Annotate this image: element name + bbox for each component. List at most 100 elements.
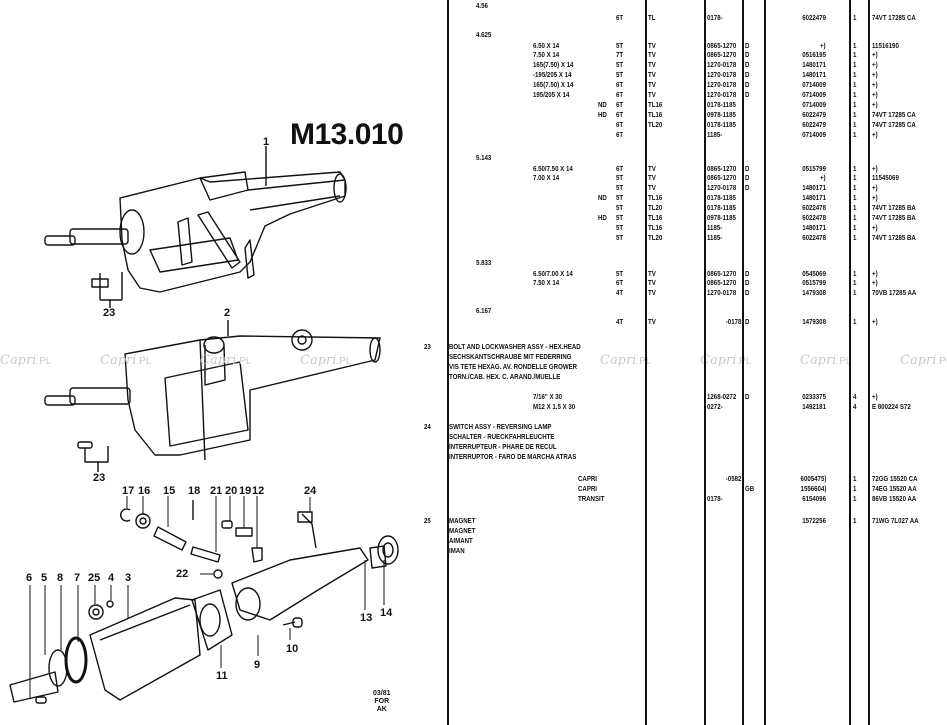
tyre-size-cell: 165(7.50) X 14 xyxy=(533,60,574,70)
axle-type-cell: TL20 xyxy=(648,203,663,213)
tonnage-cell: 5T xyxy=(616,40,624,50)
tonnage-cell: 6T xyxy=(616,163,624,173)
engineering-ref-cell: E 800224 S72 xyxy=(872,402,911,411)
date-range-cell: 0865-1270 xyxy=(707,278,737,288)
part-number-cell: 0233375 xyxy=(802,392,826,401)
market-code-cell: D xyxy=(745,288,750,298)
date-range-cell: 1268-0272 xyxy=(707,392,737,401)
part-number-cell: 0714009 xyxy=(802,80,826,90)
axle-type-cell: TV xyxy=(648,183,656,193)
axle-type-cell: TV xyxy=(648,70,656,80)
part-number-cell: 6022478 xyxy=(802,232,826,242)
part-number-cell: +) xyxy=(820,40,826,50)
tyre-size-cell: 7.50 X 14 xyxy=(533,278,560,288)
item-description: INTERRUPTOR - FARO DE MARCHA ATRAS xyxy=(449,451,577,461)
date-range-cell: 1185- xyxy=(707,232,723,242)
quantity-cell: 1 xyxy=(853,316,857,326)
callout-18: 18 xyxy=(188,485,201,497)
stamp-line-2: FOR xyxy=(374,698,390,705)
quantity-cell: 1 xyxy=(853,109,857,119)
engineering-ref-cell: 71WG 7L027 AA xyxy=(872,516,919,525)
item-number: 23 xyxy=(424,342,431,351)
duty-cell: ND xyxy=(598,193,607,203)
market-code-cell: GB xyxy=(745,484,755,493)
market-code-cell: D xyxy=(745,316,750,326)
tonnage-cell: 5T xyxy=(616,183,624,193)
market-code-cell: D xyxy=(745,163,750,173)
column-divider xyxy=(447,0,449,725)
engineering-ref-cell: 72GG 15520 CA xyxy=(872,474,918,483)
date-range-cell: 1185- xyxy=(707,129,723,139)
engineering-ref-cell: +) xyxy=(872,99,878,109)
item-description: MAGNET xyxy=(449,516,476,525)
tonnage-cell: 6T xyxy=(616,99,624,109)
callout-13: 13 xyxy=(360,612,373,624)
column-divider xyxy=(764,0,766,725)
item-description: SWITCH ASSY - REVERSING LAMP xyxy=(449,422,552,431)
engineering-ref-cell: 86VB 15520 AA xyxy=(872,494,917,503)
item-description: AIMANT xyxy=(449,535,473,545)
watermark: Capri.PL xyxy=(600,353,652,368)
part-number-cell: 1479308 xyxy=(802,288,826,298)
tyre-size-cell: 165(7.50) X 14 xyxy=(533,80,574,90)
axle-type-cell: TV xyxy=(648,60,656,70)
engineering-ref-cell: 74VT 17285 BA xyxy=(872,203,916,213)
axle-type-cell: TL16 xyxy=(648,222,663,232)
tonnage-cell: 5T xyxy=(616,193,624,203)
axle-type-cell: TL16 xyxy=(648,99,663,109)
duty-cell: HD xyxy=(598,109,607,119)
quantity-cell: 1 xyxy=(853,99,857,109)
part-number-cell: 1480171 xyxy=(802,222,826,232)
axle-ratio-heading: 5.833 xyxy=(476,258,492,267)
part-number-cell: 6005475) xyxy=(800,474,826,483)
market-code-cell: D xyxy=(745,183,750,193)
revision-stamp: 03/81 FOR AK xyxy=(373,690,391,714)
part-number-cell: 1556604) xyxy=(800,484,826,493)
duty-cell: HD xyxy=(598,213,607,222)
watermark: Capri.PL xyxy=(900,353,947,368)
quantity-cell: 1 xyxy=(853,203,857,213)
axle-type-cell: TL16 xyxy=(648,109,663,119)
callout-6: 6 xyxy=(26,572,33,584)
quantity-cell: 1 xyxy=(853,60,857,70)
item-description: VIS TETE HEXAG. AV. RONDELLE GROWER xyxy=(449,361,578,371)
item-description: MAGNET xyxy=(449,525,476,535)
axle-ratio-heading: 4.56 xyxy=(476,1,488,10)
part-number-cell: 6022479 xyxy=(802,119,826,129)
market-code-cell: D xyxy=(745,50,750,60)
part-number-cell: 0515799 xyxy=(802,163,826,173)
diagram-title: M13.010 xyxy=(290,118,404,151)
quantity-cell: 1 xyxy=(853,163,857,173)
date-range-cell: -0582 xyxy=(725,474,741,483)
engineering-ref-cell: 11516190 xyxy=(872,40,899,50)
callout-9: 9 xyxy=(254,659,261,671)
engineering-ref-cell: +) xyxy=(872,129,878,139)
gearbox-assembly-2 xyxy=(44,329,381,461)
date-range-cell: 0178-1185 xyxy=(707,193,736,203)
item-number: 25 xyxy=(424,516,431,525)
date-range-cell: 0272- xyxy=(707,402,723,411)
date-range-cell: -0178 xyxy=(725,316,741,326)
quantity-cell: 1 xyxy=(853,193,857,203)
exploded-diagram: M13.010 xyxy=(0,0,425,725)
callout-1: 1 xyxy=(263,136,270,148)
axle-ratio-heading: 6.167 xyxy=(476,306,492,315)
callout-8: 8 xyxy=(57,572,64,584)
quantity-cell: 1 xyxy=(853,268,857,278)
axle-type-cell: TL16 xyxy=(648,193,663,203)
axle-type-cell: TV xyxy=(648,50,656,60)
callout-12: 12 xyxy=(252,485,265,497)
part-number-cell: 1480171 xyxy=(802,70,826,80)
tonnage-cell: 6T xyxy=(616,109,624,119)
date-range-cell: 1270-0178 xyxy=(707,288,737,298)
watermark: Capri.PL xyxy=(100,353,152,368)
market-code-cell: D xyxy=(745,392,750,401)
quantity-cell: 1 xyxy=(853,232,857,242)
engineering-ref-cell: +) xyxy=(872,183,878,193)
part-number-cell: 0516195 xyxy=(802,50,826,60)
callout-10: 10 xyxy=(286,643,299,655)
model-cell: CAPRI xyxy=(578,474,598,483)
quantity-cell: 1 xyxy=(853,288,857,298)
market-code-cell: D xyxy=(745,60,750,70)
model-cell: CAPRI xyxy=(578,484,598,493)
